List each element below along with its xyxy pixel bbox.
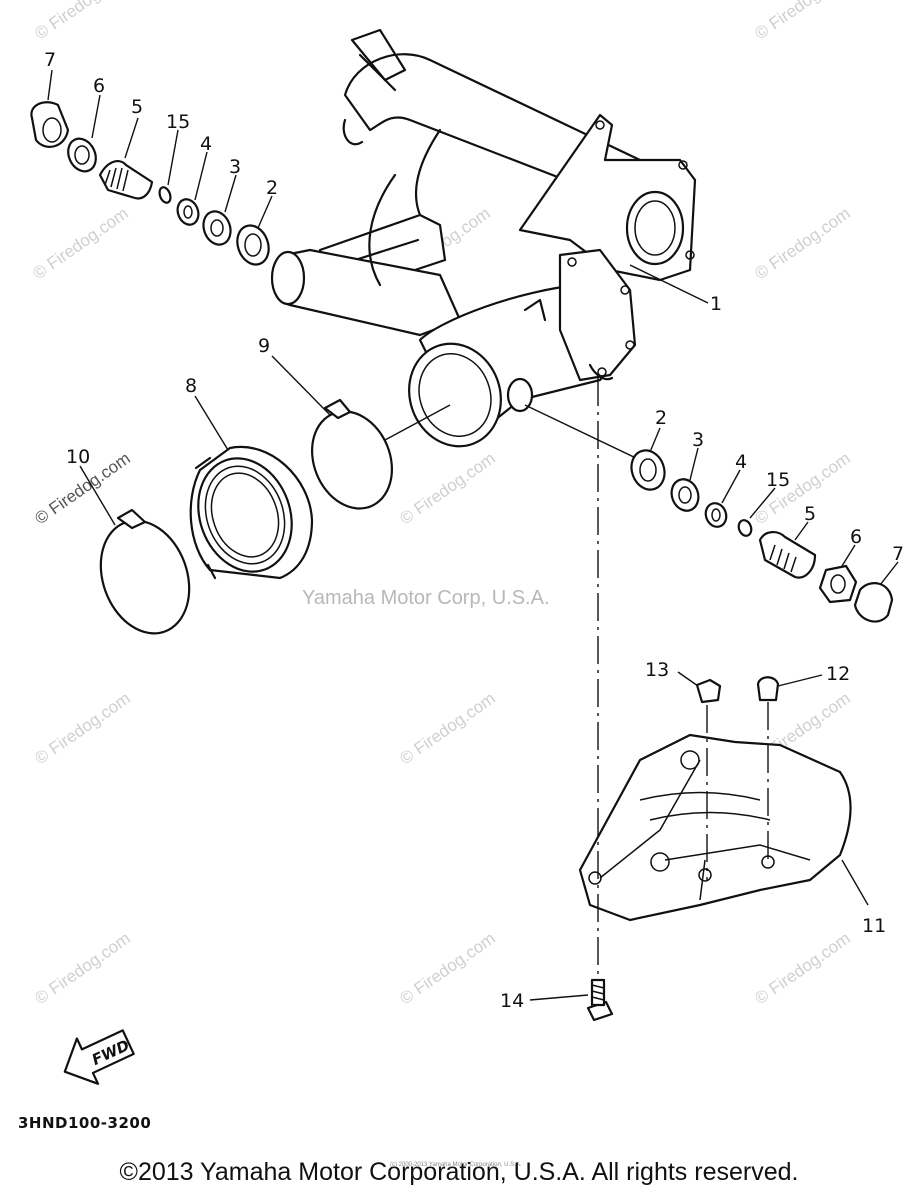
- watermark: © Firedog.com: [396, 449, 498, 529]
- oring-15[interactable]: [158, 186, 173, 204]
- callout-8[interactable]: 8: [185, 375, 197, 397]
- seal-3[interactable]: [199, 208, 235, 249]
- bearing-2[interactable]: [232, 221, 274, 269]
- bolt-14[interactable]: [586, 978, 614, 1022]
- callout-12[interactable]: 12: [826, 663, 850, 685]
- callout-4-right[interactable]: 4: [735, 451, 747, 473]
- clamp-9[interactable]: [298, 399, 406, 520]
- callout-5[interactable]: 5: [131, 96, 143, 118]
- callout-9[interactable]: 9: [258, 335, 270, 357]
- fasteners: [586, 676, 780, 1022]
- watermark: © Firedog.com: [29, 204, 131, 284]
- callout-6[interactable]: 6: [93, 75, 105, 97]
- watermark: © Firedog.com: [31, 0, 133, 43]
- watermark: © Firedog.com: [751, 204, 853, 284]
- callout-4[interactable]: 4: [200, 133, 212, 155]
- callout-3[interactable]: 3: [229, 156, 241, 178]
- bolt-12[interactable]: [756, 676, 780, 702]
- callout-3-right[interactable]: 3: [692, 429, 704, 451]
- washer-4[interactable]: [174, 196, 202, 227]
- pivot-shaft-5-right[interactable]: [758, 531, 817, 579]
- seal-3-right[interactable]: [667, 476, 702, 515]
- callout-13[interactable]: 13: [645, 659, 669, 681]
- leader-lines: [47, 69, 899, 1001]
- swingarm[interactable]: [270, 28, 697, 459]
- oring-15-right[interactable]: [737, 518, 754, 537]
- callouts: 7 6 5 15 4 3 2 1 9 8 10 2 3 4 15 5 6 7 1…: [44, 49, 904, 1012]
- cap-7[interactable]: [30, 101, 70, 148]
- clamp-10[interactable]: [86, 508, 205, 646]
- watermark: © Firedog.com: [396, 689, 498, 769]
- watermark: © Firedog.com: [31, 689, 133, 769]
- watermark: © Firedog.com: [751, 929, 853, 1009]
- fine-print: (c) 2000-2013 Yamaha Motor Corporation, …: [390, 1162, 522, 1168]
- callout-5-right[interactable]: 5: [804, 503, 816, 525]
- skid-plate-11[interactable]: [578, 733, 852, 922]
- callout-14[interactable]: 14: [500, 990, 524, 1012]
- copyright-notice: ©2013 Yamaha Motor Corporation, U.S.A. A…: [119, 1158, 799, 1186]
- callout-2[interactable]: 2: [266, 177, 278, 199]
- bearing-2-right[interactable]: [626, 446, 670, 495]
- callout-7[interactable]: 7: [44, 49, 56, 71]
- callout-10[interactable]: 10: [66, 446, 90, 468]
- watermark: © Firedog.com: [31, 929, 133, 1009]
- fwd-arrow-icon: FWD: [63, 1029, 135, 1085]
- diagram-code: 3HND100-3200: [18, 1114, 152, 1132]
- right-bearing-stack: [524, 404, 894, 623]
- callout-15[interactable]: 15: [166, 111, 190, 133]
- callout-11[interactable]: 11: [862, 915, 886, 937]
- callout-2-right[interactable]: 2: [655, 407, 667, 429]
- callout-1[interactable]: 1: [710, 293, 722, 315]
- boot-8[interactable]: [183, 445, 314, 585]
- cap-7-right[interactable]: [853, 582, 894, 623]
- left-bearing-stack: [30, 101, 274, 269]
- callout-6-right[interactable]: 6: [850, 526, 862, 548]
- nut-6[interactable]: [63, 134, 101, 176]
- watermark: © Firedog.com: [396, 929, 498, 1009]
- callout-7-right[interactable]: 7: [892, 543, 904, 565]
- bolt-13[interactable]: [695, 678, 722, 704]
- watermark: © Firedog.com: [751, 0, 853, 43]
- washer-4-right[interactable]: [702, 500, 729, 529]
- center-watermark: Yamaha Motor Corp, U.S.A.: [302, 587, 550, 609]
- boot-assembly: [86, 398, 451, 646]
- nut-6-right[interactable]: [818, 564, 858, 604]
- callout-15-right[interactable]: 15: [766, 469, 790, 491]
